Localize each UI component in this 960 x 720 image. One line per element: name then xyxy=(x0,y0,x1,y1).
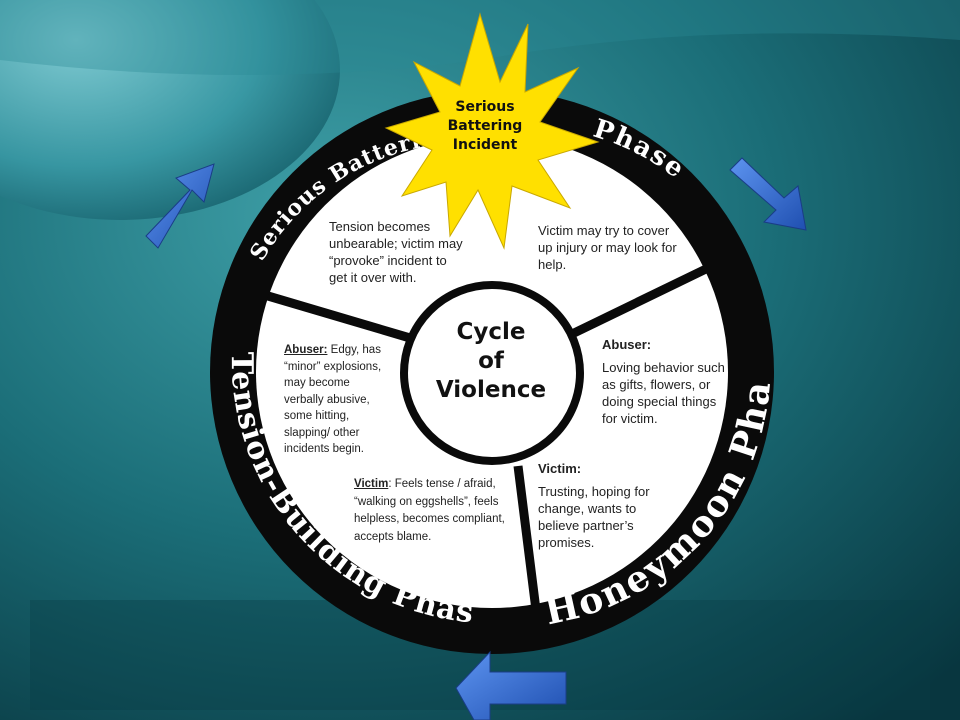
tension-victim-text: : Feels tense / afraid, “walking on eggs… xyxy=(354,478,505,543)
divider-left xyxy=(266,291,412,343)
star-label: Serious Battering Incident xyxy=(430,98,540,155)
star-burst-icon xyxy=(384,12,600,250)
tension-abuser-block: Abuser: Edgy, has “minor” explosions, ma… xyxy=(284,342,392,458)
background-highlight xyxy=(0,0,340,220)
honeymoon-abuser-heading: Abuser: xyxy=(602,337,652,352)
center-title-line2: of xyxy=(478,348,504,374)
battering-victim-text: Victim may try to cover up injury or may… xyxy=(538,223,677,272)
center-title: Cycle of Violence xyxy=(420,318,562,405)
honeymoon-abuser-block: Abuser: Loving behavior such as gifts, f… xyxy=(602,336,726,427)
divider-bottom xyxy=(513,465,541,611)
tension-victim-block: Victim: Feels tense / afraid, “walking o… xyxy=(354,476,522,546)
center-circle xyxy=(400,281,584,465)
tension-top-text: Tension becomes unbearable; victim may “… xyxy=(329,219,463,285)
arrow-left-icon xyxy=(455,650,567,720)
center-title-line3: Violence xyxy=(435,377,547,403)
center-title-line1: Cycle xyxy=(456,319,526,345)
arrow-down-right-icon xyxy=(729,157,807,231)
tension-abuser-heading: Abuser: xyxy=(284,344,328,356)
divider-right xyxy=(570,263,710,339)
honeymoon-victim-text: Trusting, hoping for change, wants to be… xyxy=(538,484,650,550)
honeymoon-victim-block: Victim: Trusting, hoping for change, wan… xyxy=(538,460,678,551)
star-label-line3: Incident xyxy=(452,137,518,153)
arrow-up-right-icon xyxy=(145,163,215,249)
tension-abuser-text: Edgy, has “minor” explosions, may become… xyxy=(284,344,382,455)
tension-victim-heading: Victim xyxy=(354,478,389,490)
honeymoon-victim-heading: Victim: xyxy=(538,461,582,476)
star-label-line2: Battering xyxy=(447,118,523,134)
star-label-line1: Serious xyxy=(455,99,515,115)
honeymoon-abuser-text: Loving behavior such as gifts, flowers, … xyxy=(602,360,725,426)
